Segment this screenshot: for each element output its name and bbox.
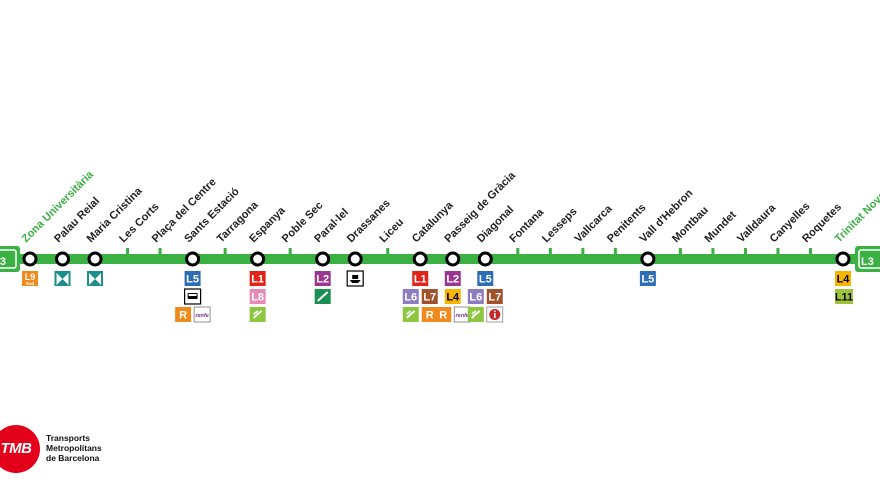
svg-text:L7: L7 xyxy=(488,292,501,304)
station-marker-vall-d-hebron[interactable] xyxy=(640,251,656,267)
station-tick-mundet[interactable] xyxy=(711,248,715,255)
tmb-logo-text: Transports Metropolitans de Barcelona xyxy=(46,433,102,463)
station-marker-passeig-de-gracia[interactable] xyxy=(445,251,461,267)
station-marker-catalunya[interactable] xyxy=(412,251,428,267)
tmb-logo-line1: Transports xyxy=(46,433,90,443)
line-badge-right xyxy=(855,246,880,272)
connection-badge-r-passeig-de-gracia[interactable]: R xyxy=(435,307,452,322)
station-tick-poble-sec[interactable] xyxy=(288,248,292,255)
svg-text:L8: L8 xyxy=(251,292,264,304)
tmb-logo-mark: TMB xyxy=(0,425,40,473)
svg-text:L7: L7 xyxy=(423,292,436,304)
line-badge-label-right: L3 xyxy=(861,256,874,268)
svg-text:L6: L6 xyxy=(469,292,482,304)
connection-badge-bus-station-sants-estacio[interactable] xyxy=(184,288,202,305)
svg-text:L1: L1 xyxy=(251,274,264,286)
connection-badge-fgc-espanya[interactable] xyxy=(249,307,266,322)
svg-text:L1: L1 xyxy=(414,274,427,286)
connection-badge-fgc-diagonal[interactable] xyxy=(467,307,484,322)
connection-badge-l7-catalunya[interactable]: L7 xyxy=(421,289,438,304)
station-tick-tarragona[interactable] xyxy=(223,248,227,255)
station-tick-vallcarca[interactable] xyxy=(581,248,585,255)
station-tick-fontana[interactable] xyxy=(516,248,520,255)
station-tick-les-corts[interactable] xyxy=(126,248,130,255)
station-tick-lesseps[interactable] xyxy=(548,248,552,255)
station-tick-placa-del-centre[interactable] xyxy=(158,248,162,255)
svg-text:L5: L5 xyxy=(479,274,492,286)
station-marker-sants-estacio[interactable] xyxy=(185,251,201,267)
station-tick-liceu[interactable] xyxy=(386,248,390,255)
station-marker-palau-reial[interactable] xyxy=(55,251,71,267)
station-tick-penitents[interactable] xyxy=(613,248,617,255)
svg-text:L2: L2 xyxy=(316,274,329,286)
line-badge-border-right xyxy=(858,249,880,269)
station-marker-maria-cristina[interactable] xyxy=(87,251,103,267)
connection-badge-l5-diagonal[interactable]: L5 xyxy=(477,271,494,286)
station-label-liceu: Liceu xyxy=(377,216,406,245)
tmb-logo: TMB Transports Metropolitans de Barcelon… xyxy=(0,425,130,473)
svg-text:L4: L4 xyxy=(837,274,851,286)
line-track xyxy=(0,254,880,264)
connection-badge-r-sants-estacio[interactable]: R xyxy=(175,307,192,322)
connection-badge-renfe-passeig-de-gracia[interactable]: renfe xyxy=(453,306,471,323)
svg-text:L9: L9 xyxy=(25,272,36,282)
svg-text:L2: L2 xyxy=(446,274,459,286)
line-badge-label-left: L3 xyxy=(0,256,6,268)
tmb-logo-line2: Metropolitans xyxy=(46,443,102,453)
station-label-trinitat-nova: Trinitat Nova xyxy=(833,189,880,245)
connection-badge-l4-passeig-de-gracia[interactable]: L4 xyxy=(444,289,461,304)
connection-badge-ferry-drassanes[interactable] xyxy=(346,270,364,287)
connection-badge-funicular-paral-lel[interactable] xyxy=(314,289,331,304)
connection-badge-info-diagonal[interactable] xyxy=(486,306,504,323)
station-marker-diagonal[interactable] xyxy=(477,251,493,267)
connection-badge-tram-maria-cristina[interactable] xyxy=(87,271,104,286)
station-marker-trinitat-nova[interactable] xyxy=(835,251,851,267)
connection-badge-l5-sants-estacio[interactable]: L5 xyxy=(184,271,201,286)
connection-badge-l1-catalunya[interactable]: L1 xyxy=(412,271,429,286)
svg-text:renfe: renfe xyxy=(195,313,208,319)
connection-badge-l5-vall-d-hebron[interactable]: L5 xyxy=(639,271,656,286)
line-badge-left xyxy=(0,246,20,272)
station-tick-canyelles[interactable] xyxy=(776,248,780,255)
station-marker-espanya[interactable] xyxy=(250,251,266,267)
track: L3 L3 xyxy=(0,246,880,272)
svg-text:L5: L5 xyxy=(641,274,654,286)
connection-badge-l6-catalunya[interactable]: L6 xyxy=(402,289,419,304)
station-tick-montbau[interactable] xyxy=(678,248,682,255)
connection-badge-renfe-sants-estacio[interactable]: renfe xyxy=(193,306,211,323)
tmb-logo-line3: de Barcelona xyxy=(46,453,100,463)
station-marker-drassanes[interactable] xyxy=(347,251,363,267)
station-marker-zona-universitaria[interactable] xyxy=(22,251,38,267)
station-tick-roquetes[interactable] xyxy=(808,248,812,255)
line-badge-border-left xyxy=(0,249,17,269)
station-label-maria-cristina: Maria Cristina xyxy=(85,185,146,246)
connection-badge-l1-espanya[interactable]: L1 xyxy=(249,271,266,286)
svg-text:renfe: renfe xyxy=(456,313,469,319)
connection-badge-fgc-catalunya[interactable] xyxy=(402,307,419,322)
station-markers xyxy=(22,248,851,267)
svg-text:R: R xyxy=(179,310,187,322)
connection-badge-l4-trinitat-nova[interactable]: L4 xyxy=(835,271,851,286)
connection-badge-l6-diagonal[interactable]: L6 xyxy=(467,289,484,304)
station-tick-valldaura[interactable] xyxy=(743,248,747,255)
svg-text:L6: L6 xyxy=(404,292,417,304)
connection-badge-tram-palau-reial[interactable] xyxy=(54,271,71,286)
svg-text:R: R xyxy=(426,310,434,322)
connection-badge-l8-espanya[interactable]: L8 xyxy=(249,289,266,304)
svg-text:R: R xyxy=(439,310,447,322)
connection-badge-l2-passeig-de-gracia[interactable]: L2 xyxy=(444,271,461,286)
svg-text:Sud: Sud xyxy=(26,281,35,286)
station-marker-paral-lel[interactable] xyxy=(315,251,331,267)
connection-badge-l11-trinitat-nova[interactable]: L11 xyxy=(835,289,853,304)
svg-text:L5: L5 xyxy=(186,274,199,286)
svg-text:L11: L11 xyxy=(835,292,853,304)
svg-text:L4: L4 xyxy=(446,292,460,304)
connection-badge-l7-diagonal[interactable]: L7 xyxy=(486,289,503,304)
connection-badge-l2-paral-lel[interactable]: L2 xyxy=(314,271,331,286)
connection-badge-r-catalunya[interactable]: R xyxy=(421,307,438,322)
